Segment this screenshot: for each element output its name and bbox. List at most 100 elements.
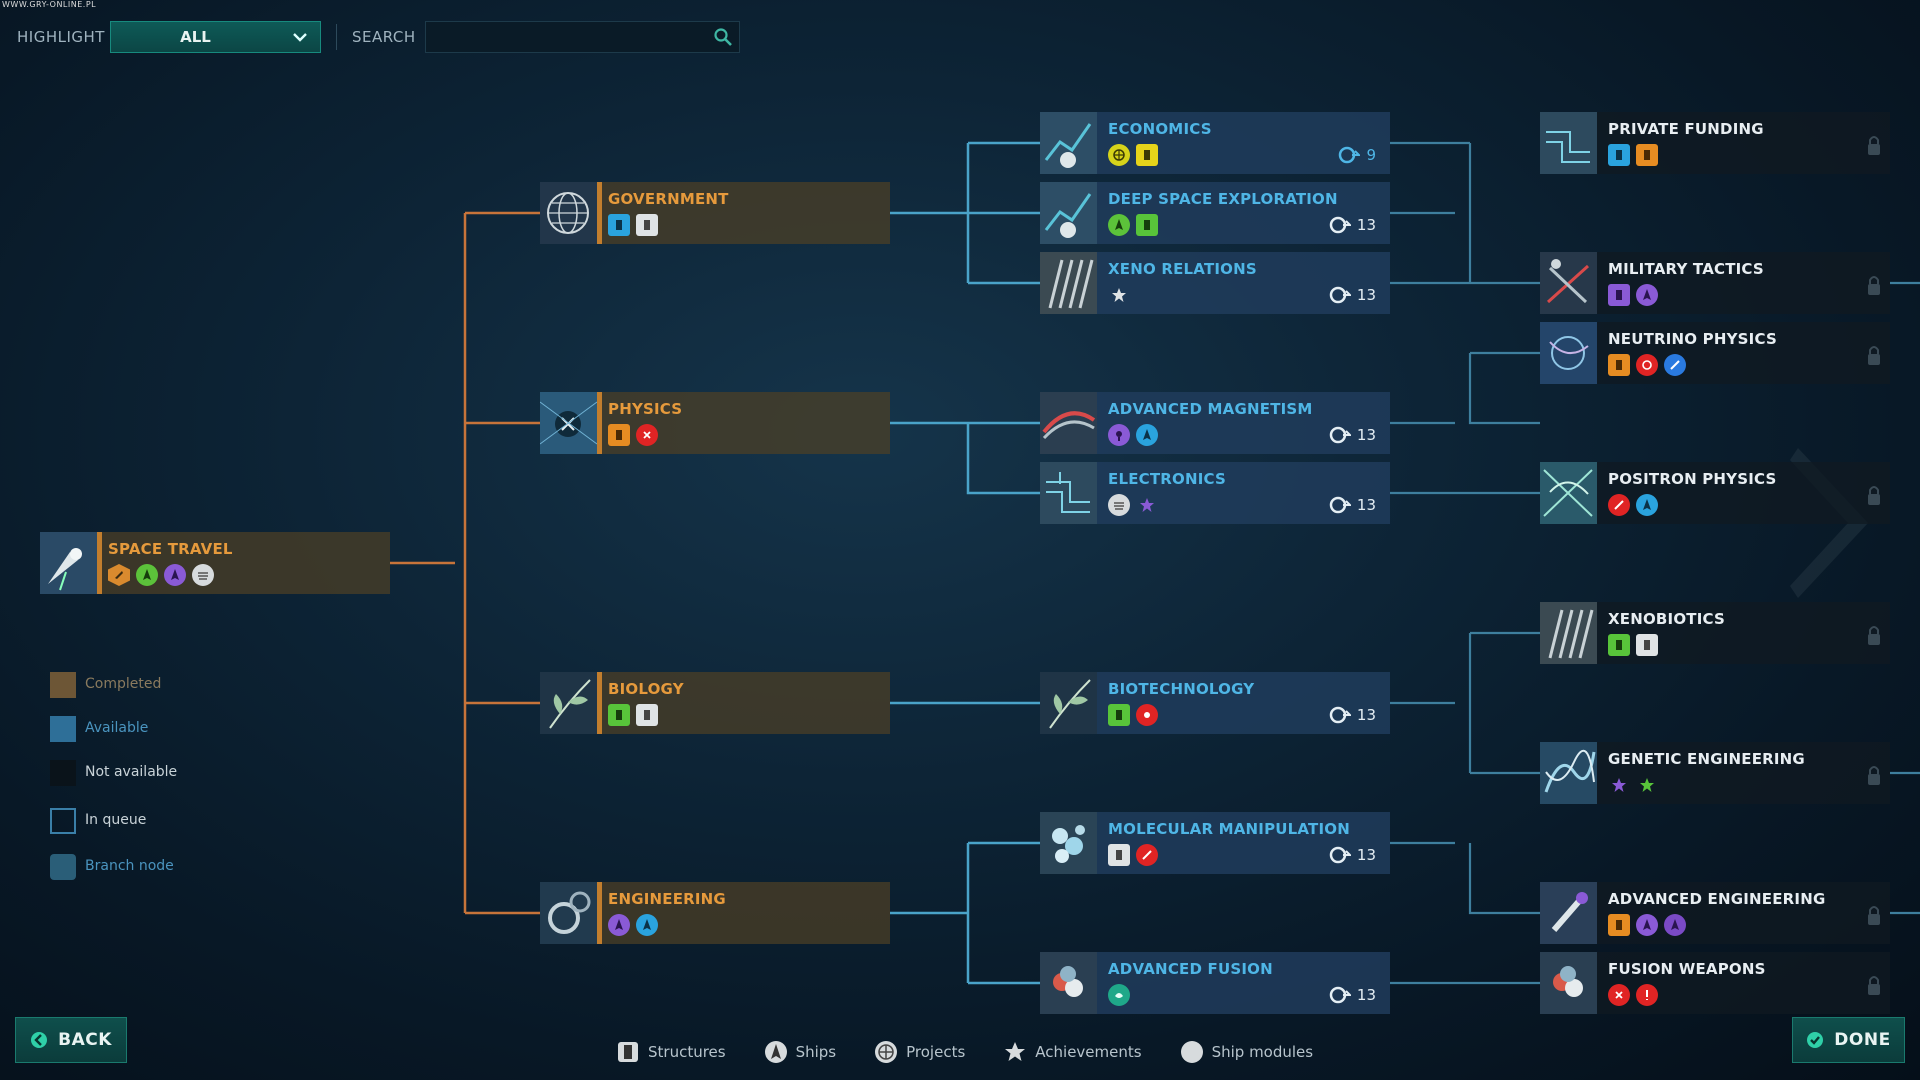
legend-label: Projects [906,1043,966,1061]
tech-node-military-tactics[interactable]: MILITARY TACTICS [1540,252,1890,314]
lock-icon [1868,276,1880,295]
highlight-value: ALL [180,28,211,46]
blue-module-icon [1636,494,1658,516]
back-button[interactable]: BACK [15,1017,127,1063]
tech-node-genetic-engineering[interactable]: GENETIC ENGINEERING [1540,742,1890,804]
tech-node-engineering[interactable]: ENGINEERING [540,882,890,944]
red-module-icon [636,424,658,446]
legend-swatch [50,716,76,742]
legend-label: Branch node [85,858,174,874]
tech-name: MOLECULAR MANIPULATION [1108,820,1350,838]
fusion-weapons-thumbnail-icon [1540,952,1597,1014]
back-label: BACK [58,1030,112,1050]
turns-count: 13 [1356,216,1376,234]
purple-ship-icon [1636,914,1658,936]
watermark: WWW.GRY-ONLINE.PL [2,0,97,9]
orange-structure-icon [608,424,630,446]
lock-icon [1868,906,1880,925]
purple-ship-icon [608,914,630,936]
blue-module-icon [636,914,658,936]
tech-node-private-funding[interactable]: PRIVATE FUNDING [1540,112,1890,174]
turns-icon [1329,706,1351,724]
economics-thumbnail-icon [1040,112,1097,174]
tech-node-biotechnology[interactable]: BIOTECHNOLOGY 13 [1040,672,1390,734]
tag-type-legend: Structures Ships Projects Achievements S… [616,1040,1313,1064]
tech-name: ENGINEERING [608,890,726,908]
lock-icon [1868,766,1880,785]
tech-node-economics[interactable]: ECONOMICS 9 [1040,112,1390,174]
white-module-icon [1108,494,1130,516]
tech-node-advanced-magnetism[interactable]: ADVANCED MAGNETISM 13 [1040,392,1390,454]
legend-swatch [50,808,76,834]
lock-icon [1868,346,1880,365]
green-structure-icon [608,704,630,726]
red-module-icon [1136,844,1158,866]
turns-icon [1329,216,1351,234]
tech-name: PRIVATE FUNDING [1608,120,1764,138]
tech-name: POSITRON PHYSICS [1608,470,1777,488]
green-structure-icon [1136,214,1158,236]
tech-node-space-travel[interactable]: SPACE TRAVEL [40,532,390,594]
tech-node-advanced-fusion[interactable]: ADVANCED FUSION 13 [1040,952,1390,1014]
red-module-icon [1608,984,1630,1006]
tech-node-government[interactable]: GOVERNMENT [540,182,890,244]
lock-icon [1868,486,1880,505]
tech-node-physics[interactable]: PHYSICS [540,392,890,454]
legend-label: Achievements [1035,1043,1142,1061]
lock-icon [1868,626,1880,645]
blue-structure-icon [1608,144,1630,166]
legend-label: Ship modules [1211,1043,1314,1061]
turns-icon [1329,986,1351,1004]
turns-count: 13 [1356,846,1376,864]
legend-completed: Completed [50,672,310,698]
positron-physics-thumbnail-icon [1540,462,1597,524]
orange-shield-icon [108,564,130,586]
tech-node-neutrino-physics[interactable]: NEUTRINO PHYSICS [1540,322,1890,384]
tech-name: XENO RELATIONS [1108,260,1257,278]
tech-name: ECONOMICS [1108,120,1212,138]
neutrino-physics-thumbnail-icon [1540,322,1597,384]
tech-node-molecular-manipulation[interactable]: MOLECULAR MANIPULATION 13 [1040,812,1390,874]
structure-icon [616,1040,640,1064]
advanced-engineering-thumbnail-icon [1540,882,1597,944]
done-label: DONE [1834,1030,1891,1050]
green-structure-icon [1108,704,1130,726]
purple-ship-icon [164,564,186,586]
blue-structure-icon [608,214,630,236]
tech-node-fusion-weapons[interactable]: FUSION WEAPONS [1540,952,1890,1014]
white-structure-icon [636,214,658,236]
legend-ships: Ships [764,1040,836,1064]
turns-count: 13 [1356,426,1376,444]
tech-name: MILITARY TACTICS [1608,260,1764,278]
legend-label: In queue [85,812,147,828]
purple-achievement-icon [1136,494,1158,516]
checkmark-icon [1807,1032,1824,1048]
tech-node-biology[interactable]: BIOLOGY [540,672,890,734]
search-input[interactable] [425,21,740,53]
red-module-icon [1636,354,1658,376]
yellow-structure-icon [1136,144,1158,166]
military-tactics-thumbnail-icon [1540,252,1597,314]
white-structure-icon [1636,634,1658,656]
tech-name: GENETIC ENGINEERING [1608,750,1805,768]
top-bar: HIGHLIGHT ALL SEARCH [0,18,760,58]
tech-node-positron-physics[interactable]: POSITRON PHYSICS [1540,462,1890,524]
search-label: SEARCH [352,28,416,46]
blue-module-icon [1136,424,1158,446]
tech-name: BIOTECHNOLOGY [1108,680,1255,698]
legend-label: Available [85,720,149,736]
done-button[interactable]: DONE [1792,1017,1905,1063]
turns-icon [1339,146,1361,164]
tech-name: ELECTRONICS [1108,470,1227,488]
lock-icon [1868,976,1880,995]
search-icon[interactable] [713,27,733,47]
physics-thumbnail-icon [540,392,602,454]
tech-node-electronics[interactable]: ELECTRONICS 13 [1040,462,1390,524]
highlight-dropdown[interactable]: ALL [110,21,321,53]
tech-node-advanced-engineering[interactable]: ADVANCED ENGINEERING [1540,882,1890,944]
legend-label: Completed [85,676,162,692]
xeno-relations-thumbnail-icon [1040,252,1097,314]
tech-node-xeno-relations[interactable]: XENO RELATIONS 13 [1040,252,1390,314]
tech-node-deep-space-exploration[interactable]: DEEP SPACE EXPLORATION 13 [1040,182,1390,244]
tech-node-xenobiotics[interactable]: XENOBIOTICS [1540,602,1890,664]
